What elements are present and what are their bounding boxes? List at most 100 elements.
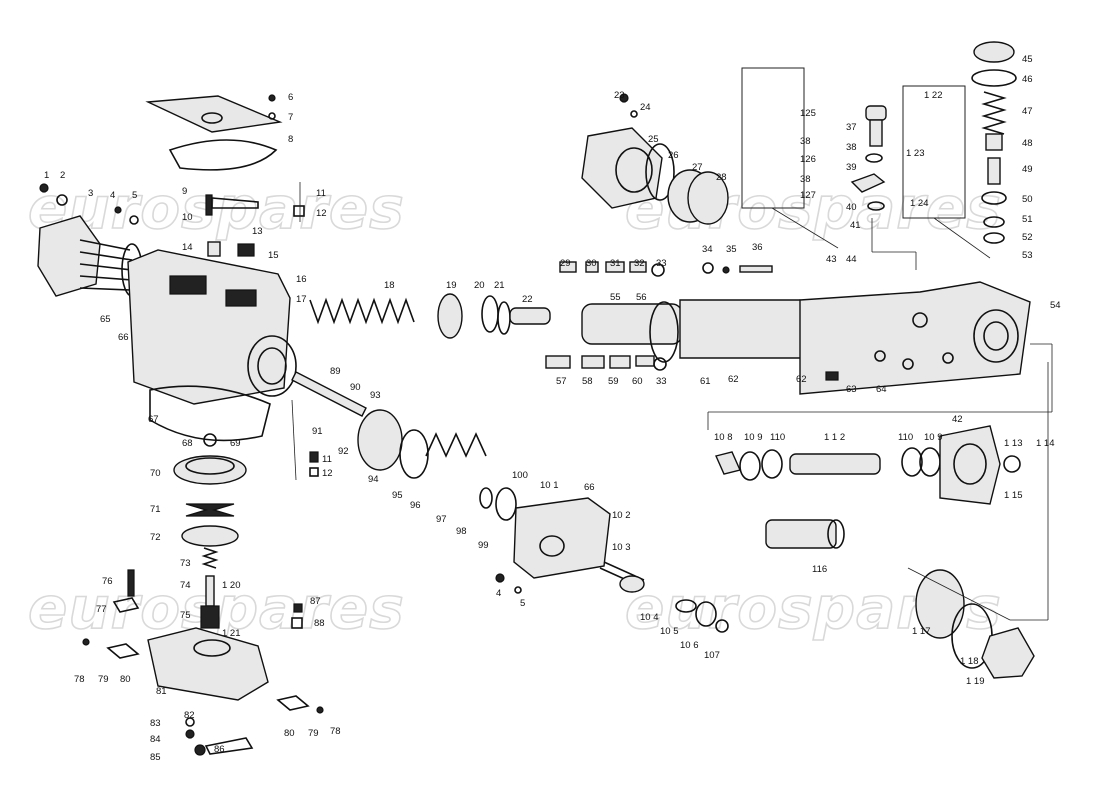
label-84: 84 — [150, 734, 161, 745]
label-83: 83 — [150, 718, 161, 729]
valve-cap — [973, 41, 1015, 63]
label-122: 1 22 — [924, 90, 943, 101]
label-119: 1 19 — [966, 676, 985, 687]
label-100: 100 — [512, 470, 528, 481]
label-97: 97 — [436, 514, 447, 525]
label-110: 110 — [898, 432, 913, 443]
label-5: 5 — [520, 598, 525, 609]
valve-sleeve — [679, 299, 821, 359]
label-118: 1 18 — [960, 656, 979, 667]
valve-manifold — [799, 281, 1031, 395]
label-123: 1 23 — [906, 148, 925, 159]
label-116: 116 — [812, 564, 827, 575]
label-26: 26 — [668, 150, 679, 161]
label-25: 25 — [648, 134, 659, 145]
label-28: 28 — [716, 172, 727, 183]
left-housing-group — [37, 94, 319, 477]
pump-stack — [82, 433, 324, 756]
label-127: 127 — [800, 190, 816, 201]
label-85: 85 — [150, 752, 161, 763]
label-62: 62 — [796, 374, 807, 385]
label-75: 75 — [180, 610, 191, 621]
label-124: 1 24 — [910, 198, 929, 209]
label-64: 64 — [876, 384, 887, 395]
impeller — [185, 503, 235, 517]
label-87: 87 — [310, 596, 321, 607]
label-47: 47 — [1022, 106, 1033, 117]
base-gasket — [149, 385, 271, 442]
label-101: 10 1 — [540, 480, 559, 491]
label-37: 37 — [846, 122, 857, 133]
drain-plug — [981, 627, 1035, 679]
pump-body — [147, 627, 269, 701]
label-62: 62 — [728, 374, 739, 385]
label-89: 89 — [330, 366, 341, 377]
relief-spring — [981, 91, 1007, 135]
label-1: 1 — [44, 170, 49, 181]
label-56: 56 — [636, 292, 647, 303]
label-49: 49 — [1022, 164, 1033, 175]
label-120: 1 20 — [222, 580, 241, 591]
label-51: 51 — [1022, 214, 1033, 225]
label-44: 44 — [846, 254, 857, 265]
label-31: 31 — [610, 258, 621, 269]
label-12: 12 — [322, 468, 333, 479]
label-71: 71 — [150, 504, 161, 515]
label-95: 95 — [392, 490, 403, 501]
washer — [203, 433, 217, 447]
label-117: 1 17 — [912, 626, 931, 637]
label-79: 79 — [98, 674, 109, 685]
label-126: 126 — [800, 154, 816, 165]
label-52: 52 — [1022, 232, 1033, 243]
label-90: 90 — [350, 382, 361, 393]
label-99: 99 — [478, 540, 489, 551]
diagonal-shaft-group — [291, 371, 729, 633]
label-65: 65 — [100, 314, 111, 325]
label-96: 96 — [410, 500, 421, 511]
selector-shaft — [205, 194, 213, 216]
label-82: 82 — [184, 710, 195, 721]
label-76: 76 — [102, 576, 113, 587]
plug — [207, 241, 221, 257]
label-4: 4 — [496, 588, 501, 599]
bearing-flange — [939, 425, 1001, 505]
housing-bore — [247, 335, 297, 397]
label-61: 61 — [700, 376, 711, 387]
label-69: 69 — [230, 438, 241, 449]
label-21: 21 — [494, 280, 505, 291]
label-60: 60 — [632, 376, 643, 387]
piston-pin — [509, 307, 551, 325]
label-74: 74 — [180, 580, 191, 591]
label-5: 5 — [132, 190, 137, 201]
label-113: 1 13 — [1004, 438, 1023, 449]
label-3: 3 — [88, 188, 93, 199]
rotor — [173, 455, 247, 485]
label-68: 68 — [182, 438, 193, 449]
label-22: 22 — [522, 294, 533, 305]
output-shaft-group — [715, 425, 1035, 679]
label-80: 80 — [120, 674, 131, 685]
plunger — [581, 303, 683, 345]
label-80: 80 — [284, 728, 295, 739]
selector-lever — [211, 197, 259, 209]
label-107: 107 — [704, 650, 720, 661]
label-45: 45 — [1022, 54, 1033, 65]
label-125: 125 — [800, 108, 816, 119]
label-98: 98 — [456, 526, 467, 537]
label-86: 86 — [214, 744, 225, 755]
label-35: 35 — [726, 244, 737, 255]
label-18: 18 — [384, 280, 395, 291]
label-11: 11 — [316, 188, 326, 199]
label-70: 70 — [150, 468, 161, 479]
label-11: 11 — [322, 454, 332, 465]
watermark: eurospares eurospares eurospares eurospa… — [27, 173, 1001, 643]
label-29: 29 — [560, 258, 571, 269]
label-17: 17 — [296, 294, 307, 305]
label-7: 7 — [288, 112, 293, 123]
drive-shaft — [789, 453, 881, 475]
label-53: 53 — [1022, 250, 1033, 261]
label-32: 32 — [634, 258, 645, 269]
label-33: 33 — [656, 258, 667, 269]
label-2: 2 — [60, 170, 65, 181]
label-24: 24 — [640, 102, 651, 113]
